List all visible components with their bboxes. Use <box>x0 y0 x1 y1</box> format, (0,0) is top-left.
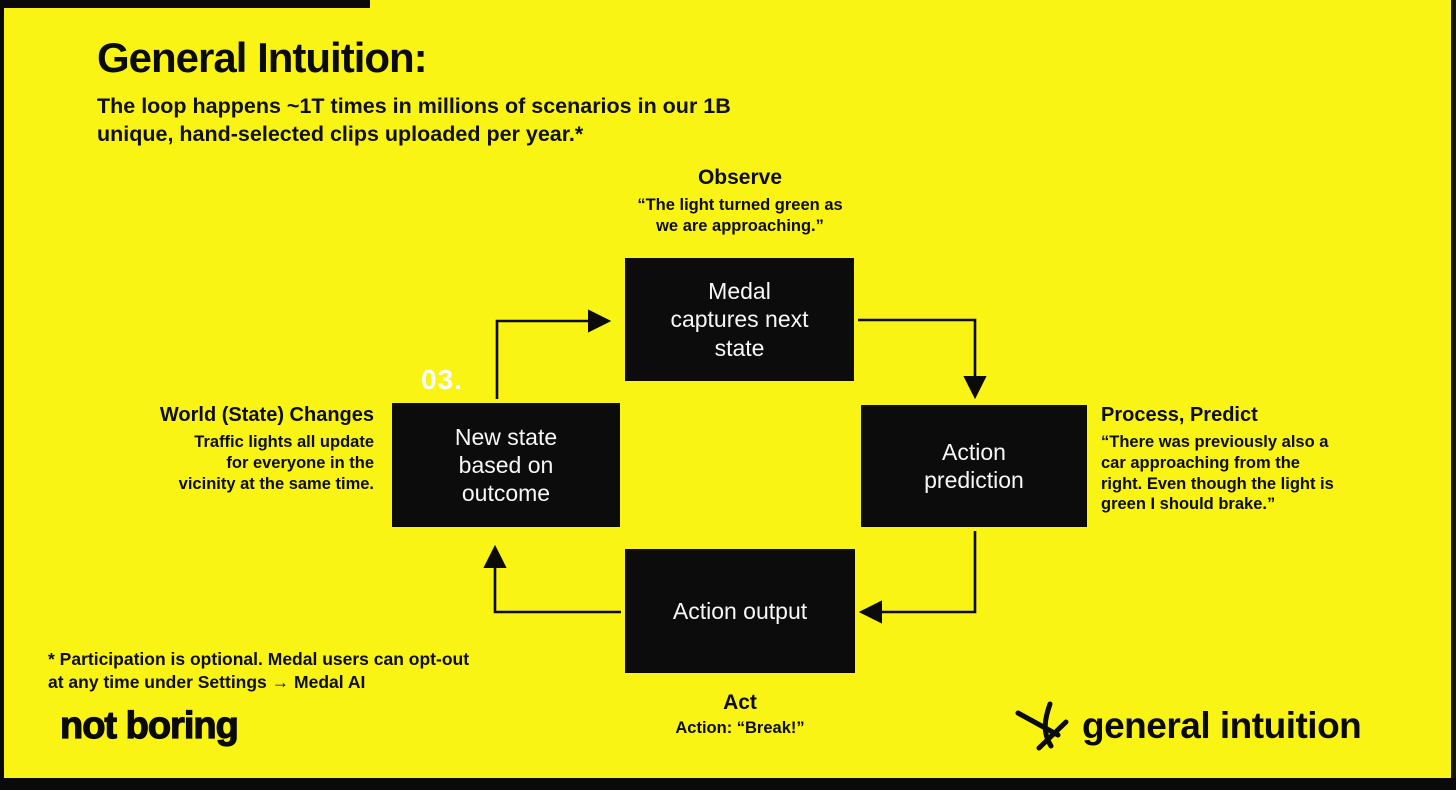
frame-edge-left <box>0 0 4 778</box>
general-intuition-logo-text: general intuition <box>1082 705 1362 746</box>
annotation-world-quote: Traffic lights all update for everyone i… <box>178 433 374 493</box>
node-new-state-based-on-outcome: New state based on outcome <box>392 403 620 527</box>
frame-edge-bottom <box>0 778 1456 790</box>
frame-edge-top <box>0 0 370 8</box>
annotation-process-title: Process, Predict <box>1101 404 1258 426</box>
page-subtitle: The loop happens ~1T times in millions o… <box>97 94 731 146</box>
annotation-process-quote: “There was previously also a car approac… <box>1101 433 1334 514</box>
node-action-output: Action output <box>625 549 855 673</box>
annotation-act-quote: Action: “Break!” <box>675 719 805 737</box>
arrow-left-to-top <box>495 309 612 399</box>
arrow-top-to-right <box>858 318 987 400</box>
general-intuition-logomark-icon <box>1015 701 1069 751</box>
footnote: * Participation is optional. Medal users… <box>48 649 470 692</box>
annotation-process-predict: Process, Predict “There was previously a… <box>1101 404 1411 515</box>
annotation-world-state-changes: World (State) Changes Traffic lights all… <box>108 404 374 494</box>
page-title: General Intuition: <box>97 34 428 81</box>
annotation-world-title: World (State) Changes <box>159 404 374 426</box>
frame-edge-right <box>1451 0 1456 790</box>
node-action-prediction: Action prediction <box>861 405 1087 527</box>
general-intuition-logo: general intuition <box>1014 700 1362 752</box>
arrow-right-to-bottom <box>858 531 977 624</box>
not-boring-logo: not boring <box>59 704 239 747</box>
annotation-act-title: Act <box>723 691 757 714</box>
node-medal-captures-next-state: Medal captures next state <box>625 258 854 381</box>
annotation-observe-quote: “The light turned green as we are approa… <box>637 196 843 235</box>
step-number: 03. <box>421 364 463 395</box>
annotation-observe: Observe “The light turned green as we ar… <box>598 166 882 237</box>
annotation-act: Act Action: “Break!” <box>598 691 882 739</box>
annotation-observe-title: Observe <box>697 166 783 189</box>
arrow-bottom-to-left <box>483 544 621 614</box>
